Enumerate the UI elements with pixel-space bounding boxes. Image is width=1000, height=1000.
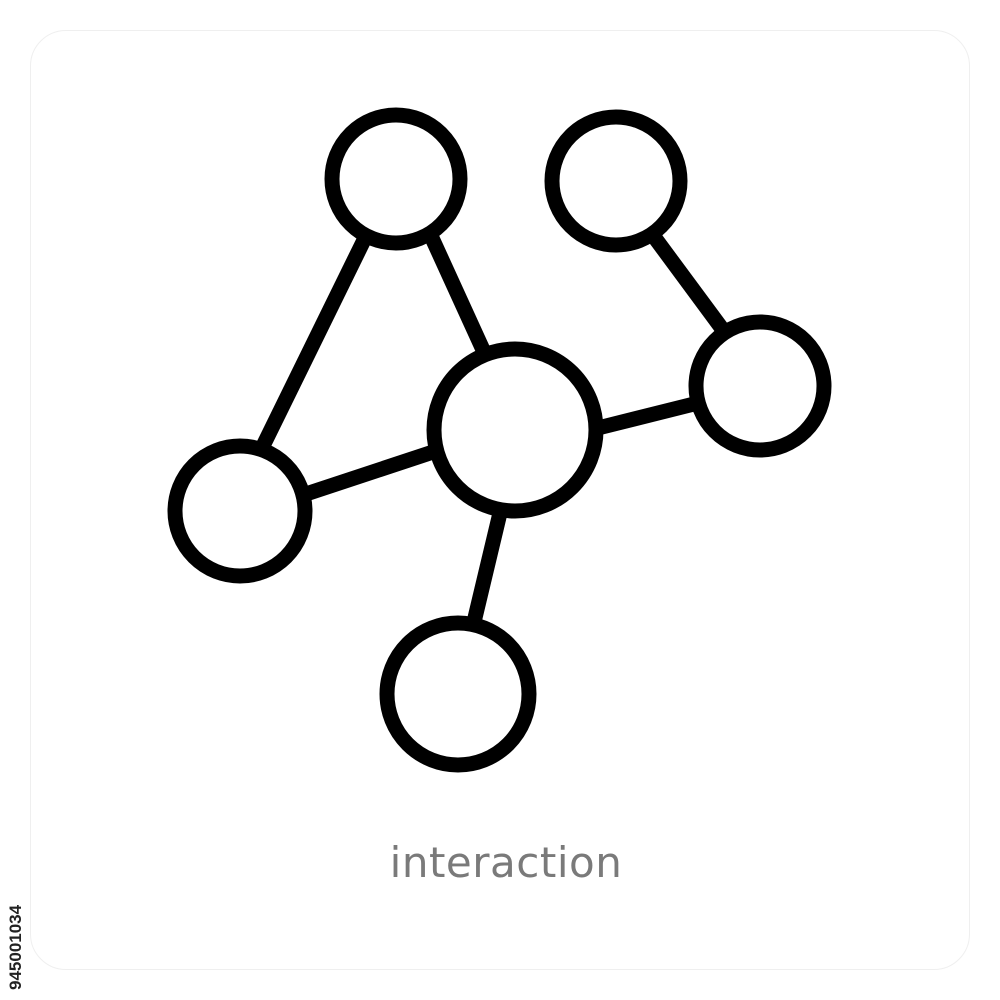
node-top-right	[544, 109, 688, 253]
icon-caption: interaction	[389, 838, 623, 887]
link-center-to-right	[596, 396, 696, 436]
stock-id-label: 945001034	[6, 904, 25, 990]
link-top-left-to-center	[425, 234, 491, 356]
icon-card	[30, 30, 970, 970]
node-bottom	[379, 615, 537, 773]
node-top-left	[324, 107, 468, 251]
link-top-left-to-left	[255, 234, 372, 452]
node-center	[426, 341, 604, 519]
link-center-to-bottom	[466, 511, 508, 624]
link-top-right-to-right	[648, 233, 730, 335]
link-left-to-center	[303, 444, 436, 502]
node-right	[688, 314, 832, 458]
node-left	[167, 438, 313, 584]
